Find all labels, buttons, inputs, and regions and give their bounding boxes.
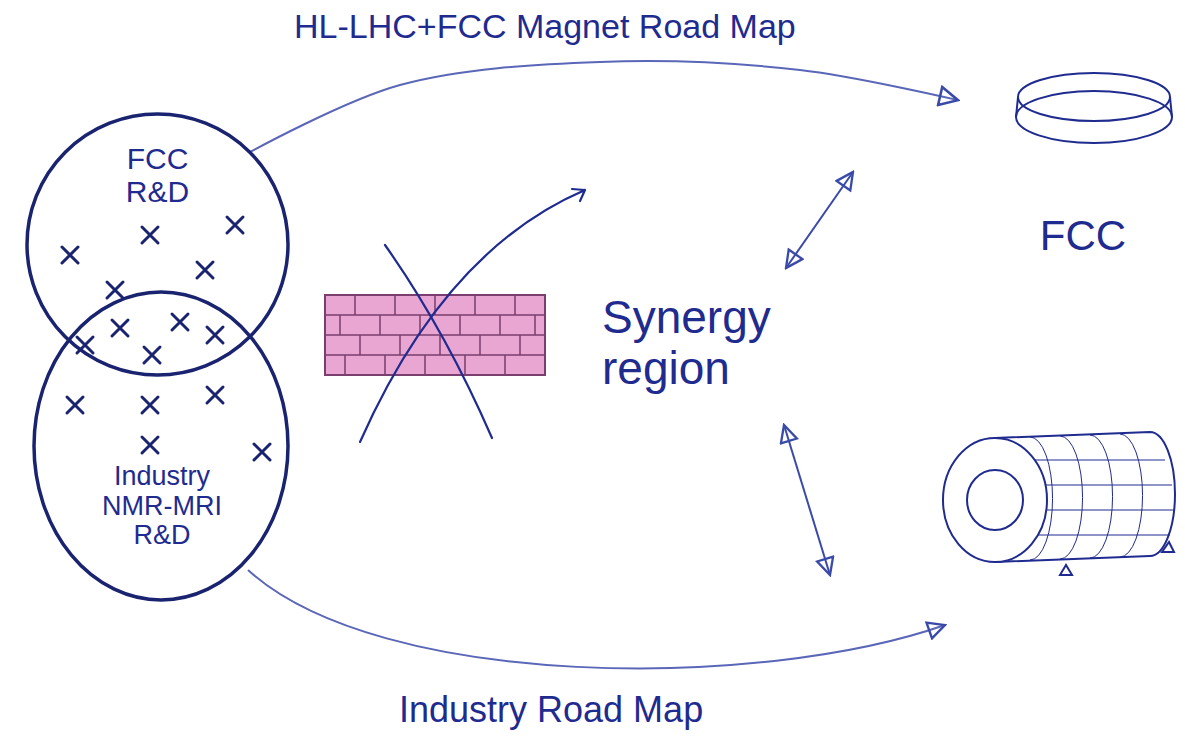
cross-mark: [227, 217, 243, 233]
double-arrow: [784, 425, 830, 575]
cross-mark: [207, 387, 223, 403]
wall-fill: [325, 295, 545, 375]
cross-mark: [197, 262, 213, 278]
region-label: Synergy region: [598, 292, 816, 393]
cross-mark: [254, 444, 270, 460]
magnet-face: [943, 438, 1047, 562]
cross-mark: [144, 347, 160, 363]
edge-label: HL-LHC+FCC Magnet Road Map: [290, 8, 800, 45]
magnet-foot: [1060, 542, 1174, 575]
ring-lower: [1016, 91, 1172, 143]
road-map-arrow: [250, 61, 958, 152]
node-outline: [32, 290, 290, 602]
cross-mark: [142, 437, 158, 453]
cross-mark: [62, 247, 78, 263]
leap-arrow: [360, 189, 585, 442]
cross-out-stroke: [385, 245, 492, 438]
cross-out: [360, 189, 585, 442]
road-map-label: Industry Road Map: [395, 690, 707, 730]
cross-mark: [142, 227, 158, 243]
node-text: Industry NMR-MRI R&D: [87, 462, 237, 551]
mri-magnet: [943, 432, 1175, 575]
double-arrow: [786, 172, 853, 268]
cross-mark: [142, 397, 158, 413]
node-text: FCC R&D: [120, 142, 195, 208]
industry-road-arc: [248, 570, 945, 668]
ring-side: [1016, 97, 1172, 117]
magnet-grid: [1030, 434, 1174, 560]
cross-mark: [112, 320, 128, 336]
magnet-bore: [967, 470, 1023, 530]
cross-mark: [172, 314, 188, 330]
rd-circle: Industry NMR-MRI R&D: [32, 290, 290, 602]
cross-marks: [62, 217, 270, 460]
cross-mark: [207, 327, 223, 343]
node-text: FCC: [998, 213, 1168, 259]
circle-outline: [34, 292, 288, 600]
collider-ring: FCC: [958, 55, 1180, 270]
wall-bricks: [325, 295, 545, 375]
cross-mark: [67, 397, 83, 413]
brick-wall: [325, 295, 545, 375]
cross-mark: [107, 282, 123, 298]
ring-upper: [1018, 73, 1170, 121]
